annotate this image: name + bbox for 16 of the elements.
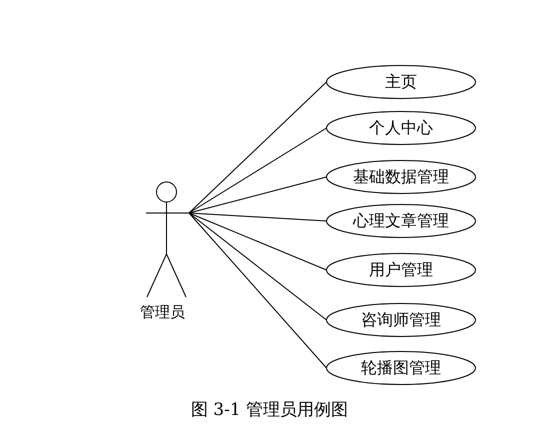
- use-case-ellipse: 心理文章管理: [326, 204, 476, 238]
- use-case-ellipse: 个人中心: [326, 111, 476, 145]
- use-case-ellipse: 基础数据管理: [326, 160, 476, 194]
- association-line: [188, 212, 327, 222]
- use-case-ellipse: 咨询师管理: [326, 303, 476, 337]
- association-line: [188, 82, 327, 214]
- association-line: [188, 212, 327, 270]
- use-case-ellipse: 主页: [326, 65, 476, 99]
- association-line: [188, 176, 327, 214]
- figure-caption: 图 3-1 管理员用例图: [190, 399, 350, 421]
- use-case-ellipse: 轮播图管理: [326, 351, 476, 385]
- association-line: [188, 212, 327, 320]
- actor-label: 管理员: [140, 303, 185, 322]
- association-line: [188, 128, 327, 214]
- association-line: [188, 212, 327, 368]
- use-case-ellipse: 用户管理: [326, 253, 476, 287]
